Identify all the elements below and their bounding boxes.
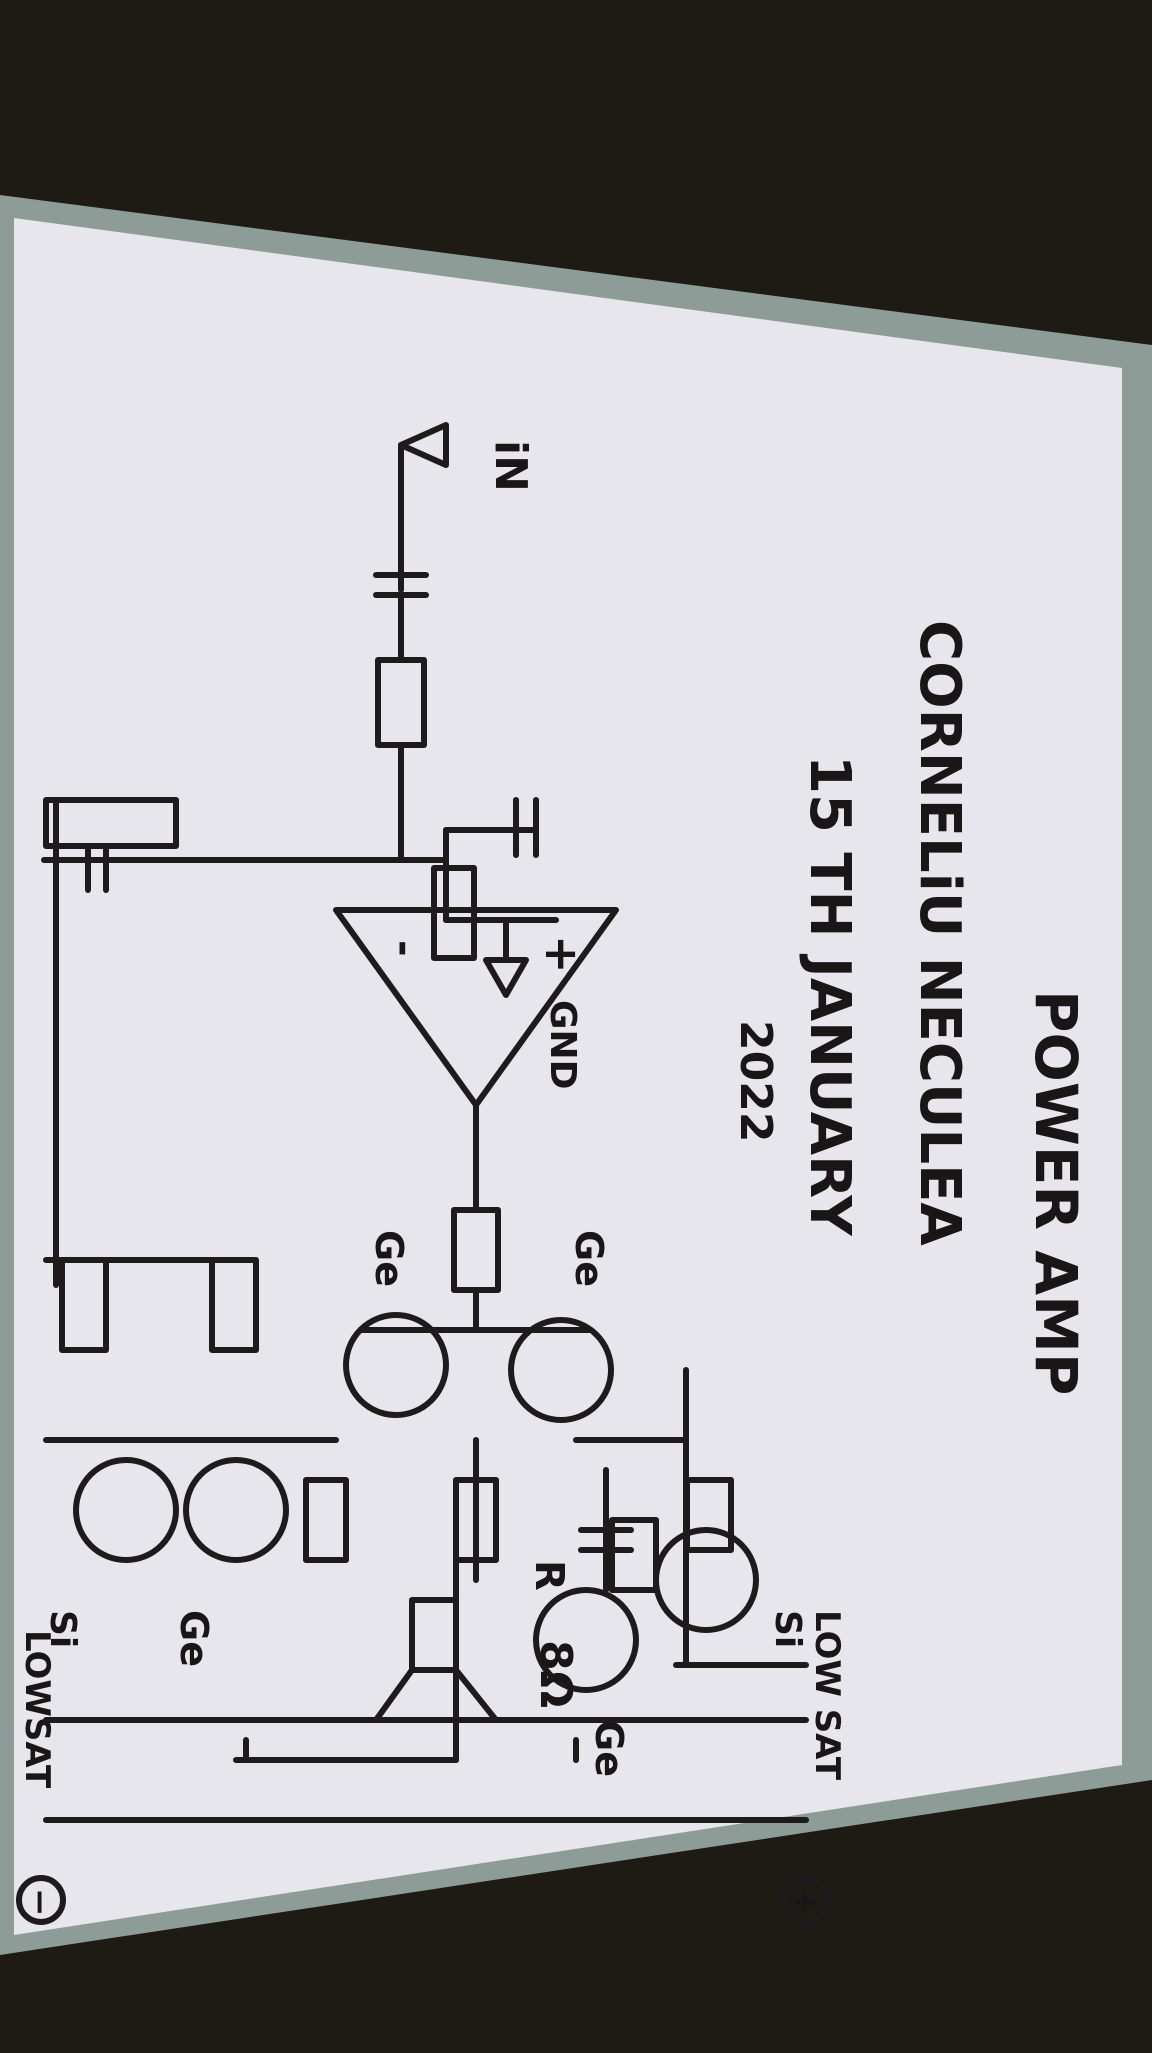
supply-plus-terminal xyxy=(781,1875,831,1925)
ge-transistor-upper xyxy=(508,1317,614,1423)
date-line1-text: 15 TH JANUARY xyxy=(797,755,862,1237)
upper-resistor-b xyxy=(609,1517,659,1593)
ge-output-transistor xyxy=(533,1587,639,1693)
author-text: CORNELiU NECULEA xyxy=(907,620,972,1246)
gnd-label: GND xyxy=(542,1000,583,1090)
supply-minus-terminal xyxy=(16,1875,66,1925)
supply-minus-label: − xyxy=(20,1888,60,1917)
title-text: POWER AMP xyxy=(1022,990,1090,1395)
feedback-resistor xyxy=(43,797,179,849)
si-label-1: Si xyxy=(767,1610,808,1648)
input-label: iN xyxy=(485,440,536,492)
ge-lower-transistor xyxy=(73,1457,179,1563)
supply-plus-label: + xyxy=(785,1888,825,1917)
resistor-r-label: R xyxy=(526,1560,572,1591)
ge-label-1: Ge xyxy=(567,1230,611,1287)
ge-transistor-lower xyxy=(343,1312,449,1418)
paper-sheet xyxy=(14,218,1122,1935)
date-line2-text: 2022 xyxy=(730,1020,781,1142)
si-label-2: Si xyxy=(42,1610,83,1648)
schematic-drawing: POWER AMP CORNELiU NECULEA 15 TH JANUARY… xyxy=(16,422,1090,1925)
speaker-impedance-label: 8Ω xyxy=(530,1640,581,1708)
gnd-terminal xyxy=(483,957,529,998)
ge-label-4: Ge xyxy=(172,1610,216,1667)
opamp-minus-label: - xyxy=(381,940,427,957)
ge-label-3: Ge xyxy=(587,1720,631,1777)
input-terminal xyxy=(398,422,449,468)
opamp-plus-label: + xyxy=(535,935,589,974)
opamp-triangle xyxy=(333,907,619,1108)
ge-label-2: Ge xyxy=(367,1230,411,1287)
si-lower-transistor xyxy=(183,1457,289,1563)
emitter-resistor-b xyxy=(303,1477,349,1563)
low-sat-label-2: LOWSAT xyxy=(17,1630,57,1789)
low-sat-label-1: LOW SAT xyxy=(807,1610,847,1781)
si-output-transistor xyxy=(653,1527,759,1633)
